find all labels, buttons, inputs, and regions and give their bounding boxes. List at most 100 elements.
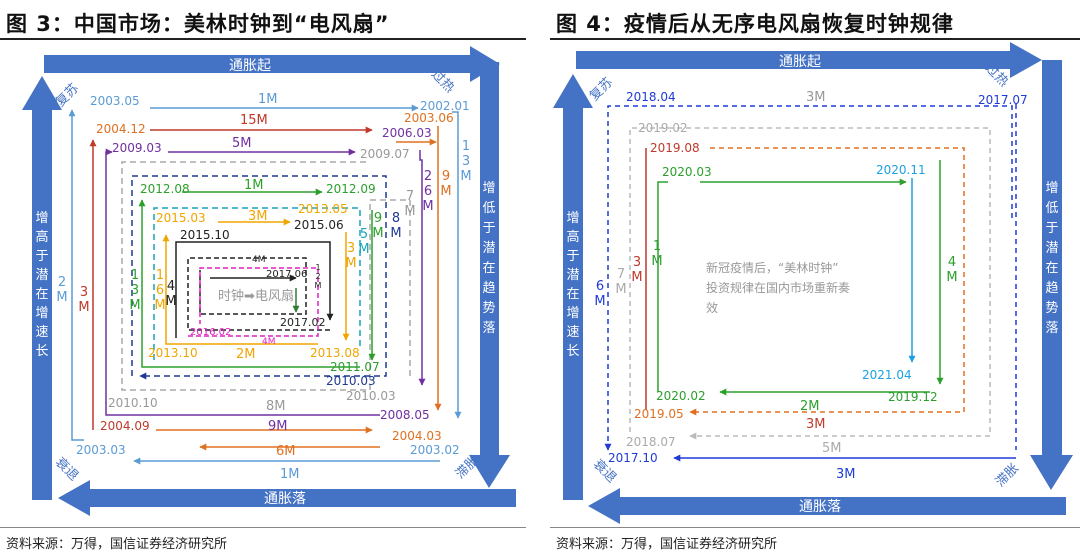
p1-line-blue-right	[452, 111, 462, 419]
p2-bottom-arrow	[588, 488, 1066, 524]
p2-center-note: 新冠疫情后，“美林时钟”投资规律在国内市场重新奏效	[706, 260, 850, 315]
p2-date: 2018.04	[626, 90, 676, 104]
p1-bottom-arrow	[58, 480, 516, 516]
panel-1-title-rule	[0, 38, 526, 40]
p1-dur: 4M	[252, 255, 266, 265]
p2-dur: 5M	[822, 441, 842, 456]
p2-line-green	[657, 181, 668, 392]
p1-line-yellow-bottom	[162, 234, 318, 345]
p1-date: 2010.03	[346, 389, 396, 403]
p2-dur: 2M	[800, 399, 820, 414]
p1-dur: 4M	[262, 337, 276, 347]
p2-line-orange-dash	[689, 147, 965, 416]
panel-1-source: 资料来源：万得，国信证券经济研究所	[6, 537, 228, 552]
p1-date: 2015.10	[180, 228, 230, 242]
p1-date: 2006.03	[382, 126, 432, 140]
panel-2-source: 资料来源：万得，国信证券经济研究所	[556, 537, 778, 552]
p1-cycle-lines	[68, 104, 462, 465]
p1-dur: 5M	[232, 136, 252, 151]
p1-dur: 3M	[248, 209, 268, 224]
p1-dur: 8M	[266, 399, 286, 414]
p2-durations: 3M 2M 3M 5M 3M	[800, 90, 856, 482]
p1-date: 2010.03	[326, 374, 376, 388]
p2-top-arrow	[576, 42, 1042, 78]
p1-date: 2011.07	[330, 360, 380, 374]
p1-line-green-bottom	[138, 199, 360, 368]
p2-phase-right: 增低于潜在趋势落	[1045, 181, 1058, 336]
p1-line-black	[175, 241, 334, 338]
p2-corner-tl: 复苏	[586, 74, 616, 104]
p1-date: 2003.03	[76, 443, 126, 457]
p1-top-arrow	[44, 46, 500, 82]
p2-dur: 3M	[836, 467, 856, 482]
p2-date: 2020.11	[876, 163, 926, 177]
p1-dur: 2M	[236, 347, 256, 362]
p1-date: 2016.02	[190, 327, 231, 338]
p1-dur: 1M	[244, 178, 264, 193]
p2-date: 2019.02	[638, 121, 688, 135]
panel-1-title: 图 3：中国市场：美林时钟到“电风扇”	[6, 12, 390, 36]
p1-date: 2013.05	[298, 202, 348, 216]
p2-dur: 3M	[806, 417, 826, 432]
p2-right-arrow	[1030, 60, 1073, 490]
p2-phase-bottom: 通胀落	[799, 499, 841, 515]
p2-phase-top: 通胀起	[779, 54, 821, 70]
panel-2-frame	[553, 42, 1073, 524]
p2-date: 2018.07	[626, 435, 676, 449]
p1-date: 2004.12	[96, 122, 146, 136]
p2-date: 2019.08	[650, 141, 700, 155]
p1-date: 2003.02	[410, 443, 460, 457]
p2-line-navy	[604, 105, 1013, 451]
p2-date: 2017.07	[978, 93, 1028, 107]
p1-left-arrow	[22, 76, 62, 500]
p1-right-arrow	[469, 62, 510, 488]
p1-line-teal	[153, 207, 361, 360]
p1-durations: 1M 15M 5M 1M 3M 4M 4M 2M 8M 9M 6M 1M	[232, 92, 300, 482]
p1-dur: 1M	[258, 92, 278, 107]
p1-date: 2009.07	[360, 147, 410, 161]
p2-corner-br: 滞胀	[993, 461, 1022, 490]
p1-date: 2010.10	[108, 396, 158, 410]
panel-2-bottom-rule	[550, 527, 1080, 528]
p1-dur: 6M	[276, 444, 296, 459]
p1-dur: 9M	[268, 419, 288, 434]
p2-dur: 3M	[806, 90, 826, 105]
p1-date: 2013.10	[148, 346, 198, 360]
p1-line-grey	[121, 161, 411, 391]
p2-cycle-lines	[604, 104, 1017, 462]
p1-line-navy	[131, 175, 387, 380]
p1-date: 2008.05	[380, 408, 430, 422]
p1-date: 2009.03	[112, 141, 162, 155]
p1-date: 2004.09	[100, 419, 150, 433]
p1-line-blue-outer	[68, 109, 84, 441]
p1-corner-bl: 衰退	[52, 454, 82, 484]
p1-date: 2017.06	[266, 269, 307, 280]
p1-phase-bottom: 通胀落	[264, 491, 306, 507]
p1-line-purple-bottom	[105, 148, 380, 416]
p2-date: 2020.02	[656, 389, 706, 403]
p1-dates: 2003.05 2002.01 2004.12 2003.06 2006.03 …	[76, 94, 470, 457]
p1-date: 2002.01	[420, 99, 470, 113]
p2-date: 2019.12	[888, 390, 938, 404]
p1-date: 2003.06	[404, 111, 454, 125]
p1-date: 2015.06	[294, 218, 344, 232]
p1-phase-top: 通胀起	[229, 58, 271, 74]
p2-date: 2021.04	[862, 368, 912, 382]
p1-dur: 15M	[240, 113, 268, 128]
